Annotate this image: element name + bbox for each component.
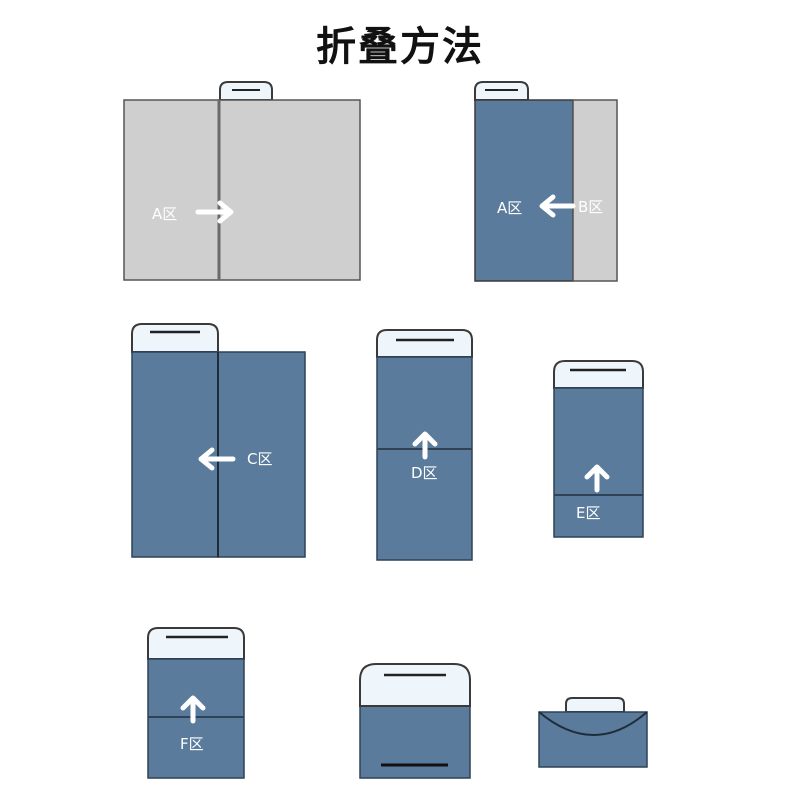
step-5-tab	[553, 360, 644, 389]
arrow-right-icon	[195, 200, 234, 224]
step-2-gray-strip	[572, 99, 618, 282]
step-4: D区	[376, 329, 473, 561]
step-3-tab	[131, 323, 219, 353]
step-6-panel	[147, 658, 245, 779]
step-8-envelope	[538, 711, 648, 768]
label-d-zone: D区	[411, 464, 438, 482]
step-8-tab	[565, 697, 625, 713]
step-8	[538, 697, 648, 768]
step-6-tab	[147, 627, 245, 660]
step-1-panel	[123, 99, 361, 281]
step-4-tab	[376, 329, 473, 358]
step-8-flap	[538, 711, 648, 736]
page-title: 折叠方法	[316, 24, 484, 70]
label-f-zone: F区	[180, 735, 204, 753]
step-3-right-panel	[217, 351, 306, 558]
arrow-up-icon-f	[180, 695, 206, 724]
label-b-zone: B区	[578, 198, 603, 216]
step-3: C区	[131, 323, 306, 558]
step-5: E区	[553, 360, 644, 538]
step-2-blue-panel	[474, 99, 574, 282]
step-6: F区	[147, 627, 245, 779]
label-a-zone-2: A区	[497, 199, 522, 217]
label-e-zone: E区	[576, 504, 600, 522]
label-c-zone: C区	[247, 450, 272, 468]
step-1: A区	[123, 81, 361, 281]
arrow-left-icon-c	[198, 447, 236, 471]
step-5-panel	[553, 387, 644, 538]
arrow-up-icon-d	[412, 431, 438, 460]
label-a-zone: A区	[152, 205, 177, 223]
step-7	[359, 663, 471, 779]
step-7-tab	[359, 663, 471, 707]
arrow-up-icon-e	[584, 464, 610, 493]
arrow-left-icon	[539, 194, 576, 218]
step-2: A区 B区	[474, 81, 618, 282]
